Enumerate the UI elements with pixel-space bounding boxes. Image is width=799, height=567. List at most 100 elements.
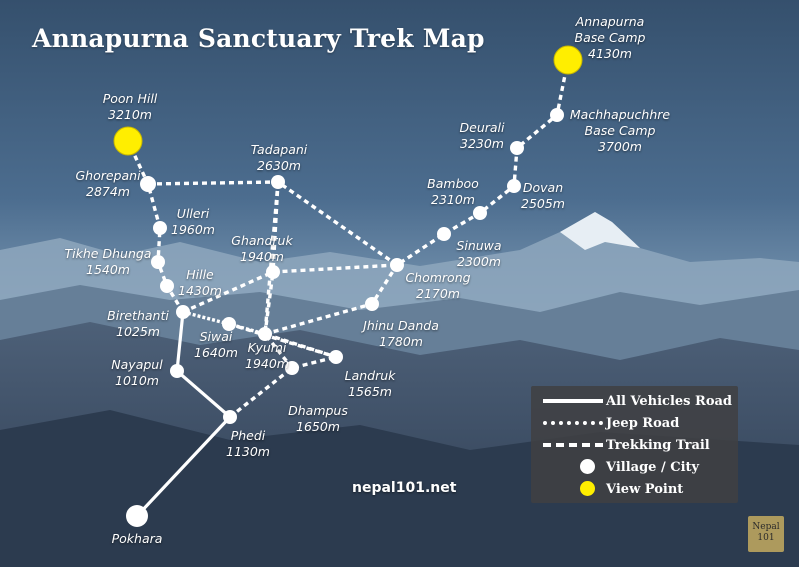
yellow-dot-icon	[531, 478, 606, 500]
place-marker-poon-hill[interactable]	[113, 126, 143, 156]
place-elevation: 2874m	[85, 184, 130, 199]
fine-dashed-line-icon	[531, 412, 606, 434]
place-elevation: 1565m	[348, 384, 392, 399]
place-elevation: 1650m	[295, 419, 340, 434]
place-marker-siwai[interactable]	[222, 317, 236, 331]
place-marker-ghorepani[interactable]	[140, 176, 156, 192]
brand-logo-line2: 101	[757, 533, 775, 543]
place-name: Kyumi	[247, 340, 287, 355]
map-title: Annapurna Sanctuary Trek Map	[32, 24, 485, 53]
place-elevation: 1010m	[115, 373, 159, 388]
legend-item-village: Village / City	[531, 456, 738, 478]
white-dot-icon	[531, 456, 606, 478]
place-name: Deurali	[459, 120, 505, 135]
brand-logo: Nepal 101	[748, 516, 784, 552]
place-name: Bamboo	[427, 176, 479, 191]
place-name: Pokhara	[111, 531, 163, 546]
legend-label: Jeep Road	[606, 415, 680, 431]
map-legend: All Vehicles Road Jeep Road Trekking Tra…	[531, 386, 738, 503]
place-marker-hille[interactable]	[160, 279, 174, 293]
place-name: Annapurna	[575, 14, 645, 29]
place-name: Jhinu Danda	[363, 318, 439, 333]
site-credit: nepal101.net	[352, 480, 457, 496]
place-elevation: 1640m	[194, 345, 238, 360]
place-name: Tadapani	[250, 142, 308, 157]
place-elevation: 1430m	[178, 283, 222, 298]
place-name: Nayapul	[111, 357, 163, 372]
place-elevation: 1025m	[115, 324, 160, 339]
place-elevation: 1540m	[85, 262, 130, 277]
place-marker-nayapul[interactable]	[170, 364, 184, 378]
place-name: Poon Hill	[102, 91, 158, 106]
place-marker-dovan[interactable]	[507, 179, 521, 193]
place-name: Siwai	[199, 329, 233, 344]
place-marker-annapurna-base-camp[interactable]	[553, 45, 583, 75]
route-trekking-trail	[263, 332, 294, 370]
legend-label: Trekking Trail	[606, 437, 710, 453]
place-name: Machhapuchhre	[569, 107, 671, 122]
place-marker-tikhe-dhunga[interactable]	[151, 255, 165, 269]
place-elevation: 2310m	[431, 192, 475, 207]
place-marker-chomrong[interactable]	[390, 258, 404, 272]
place-elevation: 2300m	[456, 254, 501, 269]
legend-label: View Point	[606, 481, 684, 497]
legend-item-trekking-trail: Trekking Trail	[531, 434, 738, 456]
place-name: Ulleri	[176, 206, 210, 221]
place-marker-landruk[interactable]	[329, 350, 343, 364]
legend-item-all-vehicles-road: All Vehicles Road	[531, 390, 738, 412]
places-layer	[113, 45, 583, 527]
place-marker-deurali[interactable]	[510, 141, 524, 155]
place-elevation: 2170m	[416, 286, 460, 301]
place-name: Hille	[186, 267, 214, 282]
place-elevation: 1130m	[226, 444, 270, 459]
machhapuchhre-peak	[560, 212, 640, 250]
place-name: Landruk	[344, 368, 396, 383]
place-name: Base Camp	[584, 123, 656, 138]
place-elevation: 1940m	[245, 356, 289, 371]
place-marker-ghandruk[interactable]	[266, 265, 280, 279]
place-elevation: 3210m	[108, 107, 152, 122]
place-marker-pokhara[interactable]	[126, 505, 148, 527]
place-name: Dhampus	[288, 403, 348, 418]
place-marker-jhinu-danda[interactable]	[365, 297, 379, 311]
legend-item-jeep-road: Jeep Road	[531, 412, 738, 434]
place-name: Tikhe Dhunga	[64, 246, 152, 261]
place-marker-bamboo[interactable]	[473, 206, 487, 220]
place-name: Phedi	[230, 428, 266, 443]
place-elevation: 2505m	[521, 196, 565, 211]
route-trekking-trail	[263, 181, 280, 335]
place-marker-sinuwa[interactable]	[437, 227, 451, 241]
place-name: Chomrong	[405, 270, 471, 285]
place-marker-birethanti[interactable]	[176, 305, 190, 319]
place-elevation: 4130m	[587, 46, 632, 61]
place-marker-machhapuchhre-base-camp[interactable]	[550, 108, 564, 122]
place-elevation: 3700m	[597, 139, 642, 154]
place-name: Birethanti	[107, 308, 169, 323]
place-marker-kyumi[interactable]	[258, 327, 272, 341]
legend-item-view-point: View Point	[531, 478, 738, 500]
place-marker-dhampus[interactable]	[285, 361, 299, 375]
place-elevation: 2630m	[256, 158, 301, 173]
place-marker-phedi[interactable]	[223, 410, 237, 424]
solid-line-icon	[531, 390, 606, 412]
place-marker-tadapani[interactable]	[271, 175, 285, 189]
dashed-line-icon	[531, 434, 606, 456]
place-marker-ulleri[interactable]	[153, 221, 167, 235]
